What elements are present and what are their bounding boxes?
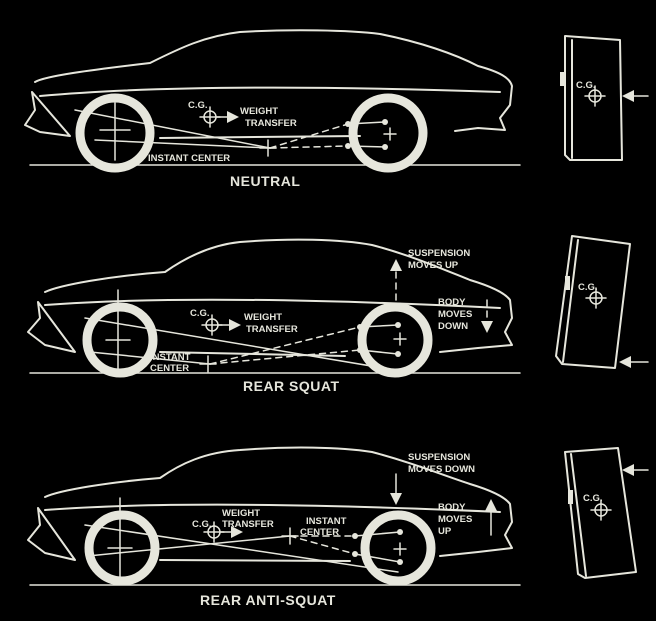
instant-center-label: INSTANT (150, 352, 191, 363)
suspension-label: SUSPENSION (408, 452, 470, 463)
weight-transfer-label: WEIGHT (222, 508, 260, 519)
body-label: BODY (438, 502, 466, 513)
rear-view-body (555, 235, 631, 369)
rear-view-cg-label: C.G. (576, 80, 596, 91)
cg-label: C.G. (192, 519, 212, 530)
weight-transfer-label-2: TRANSFER (245, 118, 297, 129)
instant-center-label-2: CENTER (300, 527, 339, 538)
panel-neutral: C.G. WEIGHT TRANSFER INSTANT CENTER NEUT… (24, 29, 649, 189)
caption-rear-squat: REAR SQUAT (243, 378, 340, 394)
cg-label: C.G. (190, 308, 210, 319)
body-label-3: DOWN (438, 321, 468, 332)
caption-neutral: NEUTRAL (230, 173, 300, 189)
caption-rear-anti-squat: REAR ANTI-SQUAT (200, 592, 336, 608)
car-lower-line (44, 503, 501, 513)
rear-view-body (564, 447, 637, 579)
body-label-2: MOVES (438, 514, 472, 525)
cg-label: C.G. (188, 100, 208, 111)
suspension-label: SUSPENSION (408, 248, 470, 259)
weight-transfer-label: WEIGHT (240, 106, 278, 117)
rear-wheel (348, 93, 428, 173)
panel-rear-squat: C.G. WEIGHT TRANSFER INSTANT CENTER SUSP… (27, 235, 649, 394)
weight-transfer-label: WEIGHT (244, 312, 282, 323)
instant-center-label: INSTANT CENTER (148, 153, 230, 164)
instant-center-label-2: CENTER (150, 363, 189, 374)
weight-transfer-label-2: TRANSFER (246, 324, 298, 335)
rear-wheel (357, 302, 433, 378)
instant-center-label: INSTANT (306, 516, 347, 527)
suspension-label-2: MOVES DOWN (408, 464, 475, 475)
body-label: BODY (438, 297, 466, 308)
suspension-label-2: MOVES UP (408, 260, 459, 271)
rear-wheel (360, 510, 436, 586)
rear-view-cg-label: C.G. (578, 282, 598, 293)
front-wheel (75, 93, 155, 173)
car-body-outline (24, 29, 513, 139)
car-body-outline (27, 446, 513, 562)
rear-view-body (564, 35, 623, 161)
car-lower-line (44, 298, 501, 309)
body-label-2: MOVES (438, 309, 472, 320)
panel-rear-anti-squat: C.G. WEIGHT TRANSFER INSTANT CENTER SUSP… (27, 446, 649, 608)
front-wheel (84, 510, 160, 586)
rear-view-cg-label: C.G. (583, 493, 603, 504)
car-lower-line (39, 86, 501, 97)
weight-transfer-label-2: TRANSFER (222, 519, 274, 530)
body-label-3: UP (438, 526, 452, 537)
